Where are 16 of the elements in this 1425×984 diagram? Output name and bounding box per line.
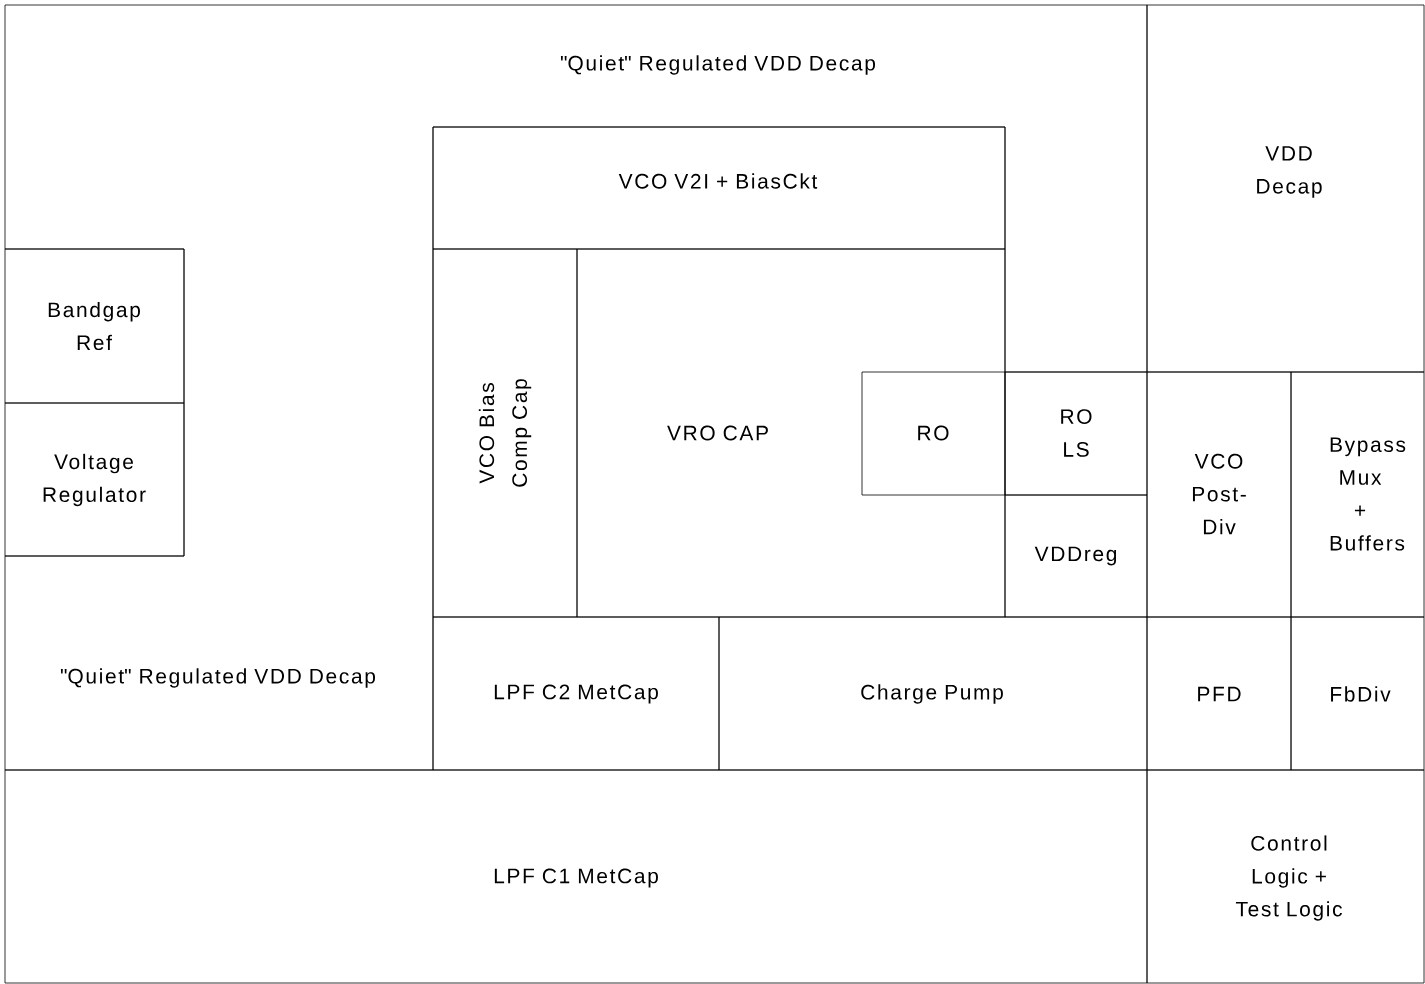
floorplan-block: LPF C2 MetCap (432, 616, 720, 771)
floorplan-block: VCO Post-Div (1146, 371, 1292, 618)
floorplan-block: Bandgap Ref (4, 248, 185, 404)
floorplan-block: VCO V2I + BiasCkt (432, 126, 1006, 250)
floorplan-block: FbDiv (1290, 616, 1425, 771)
floorplan-block: Control Logic + Test Logic (1146, 769, 1425, 984)
floorplan-block: LPF C1 MetCap (4, 769, 1148, 984)
floorplan-block: RO (861, 371, 1006, 496)
floorplan-block: RO LS (1004, 371, 1148, 496)
floorplan-block: VCO Bias Comp Cap (432, 248, 578, 618)
floorplan-block: PFD (1146, 616, 1292, 771)
floorplan-block: VDD Decap (1146, 4, 1425, 373)
floorplan-block: Bypass Mux + Buffers (1290, 371, 1425, 618)
floorplan-block: Charge Pump (718, 616, 1148, 771)
floorplan-block: Voltage Regulator (4, 402, 185, 557)
floorplan-block: VDDreg (1004, 494, 1148, 618)
